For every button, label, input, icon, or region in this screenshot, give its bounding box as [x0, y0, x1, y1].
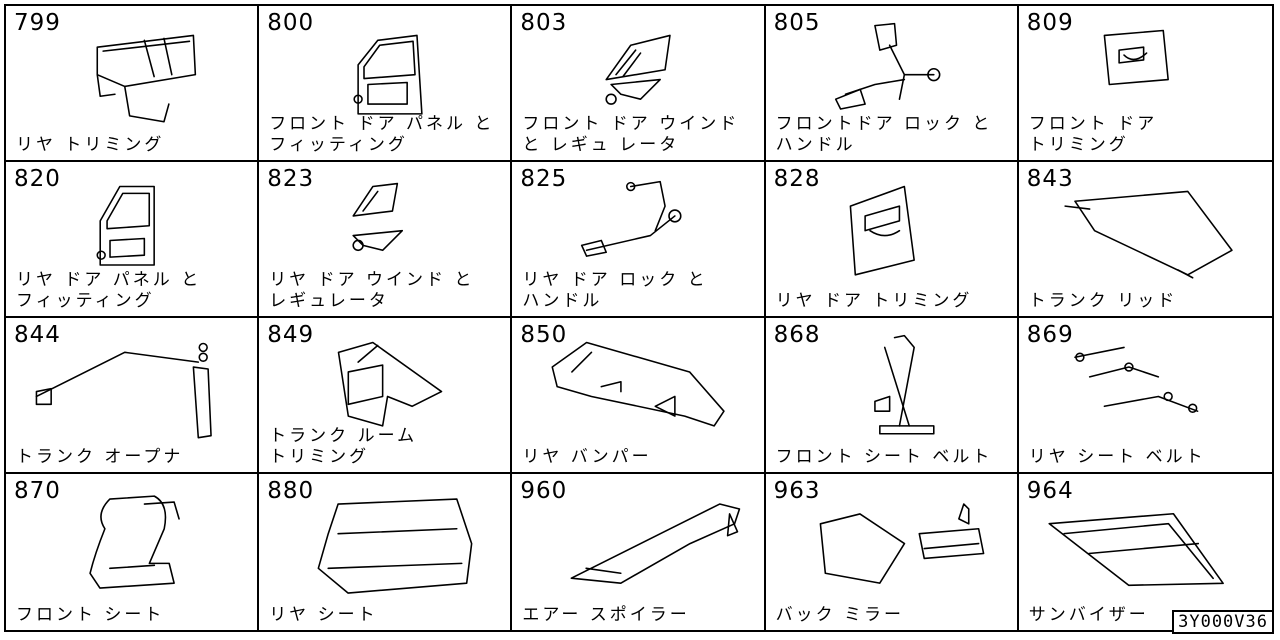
part-cell-960[interactable]: 960 エアー スポイラー: [512, 474, 766, 630]
part-code: 960: [520, 478, 568, 504]
part-label: フロント シート ベルト: [775, 447, 993, 467]
rear-door-lock-icon: [581, 180, 682, 257]
part-cell-843[interactable]: 843 トランク リッド: [1018, 162, 1272, 318]
part-label: トランク ルーム トリミング: [269, 426, 418, 467]
part-cell-823[interactable]: 823 リヤ ドア ウインド と レギュレータ: [259, 162, 513, 318]
part-code: 964: [1026, 478, 1074, 504]
part-code: 800: [267, 10, 315, 36]
part-code: 880: [267, 478, 315, 504]
part-label: リヤ トリミング: [16, 135, 165, 155]
part-label: フロント ドア トリミング: [1028, 114, 1158, 155]
part-label: リヤ ドア ウインド と レギュレータ: [269, 270, 475, 311]
front-seat-icon: [89, 495, 180, 589]
part-cell-869[interactable]: 869 リヤ シート ベルト: [1018, 318, 1272, 474]
part-cell-868[interactable]: 868 フロント シート ベルト: [765, 318, 1019, 474]
rear-door-panel-icon: [96, 185, 155, 266]
mirror-icon: [819, 503, 984, 584]
parts-index-grid: 799 リヤ トリミング 800 フロント ドア パネル と フィッティング 803 フロ…: [4, 4, 1274, 632]
part-code: 823: [267, 166, 315, 192]
part-label: バック ミラー: [775, 605, 904, 625]
part-code: 805: [773, 10, 821, 36]
front-seat-belt-icon: [873, 334, 935, 435]
part-cell-805[interactable]: 805 フロントドア ロック と ハンドル: [765, 6, 1019, 162]
part-label: トランク リッド: [1028, 291, 1178, 311]
part-label: フロント ドア ウインド と レギュ レータ: [522, 114, 740, 155]
part-code: 828: [773, 166, 821, 192]
part-cell-828[interactable]: 828 リヤ ドア トリミング: [765, 162, 1019, 318]
part-code: 803: [520, 10, 568, 36]
sun-visor-icon: [1048, 512, 1224, 587]
front-door-panel-icon: [353, 34, 423, 115]
trunk-room-trim-icon: [337, 341, 443, 427]
part-code: 870: [14, 478, 61, 504]
part-code: 868: [773, 322, 821, 348]
trunk-opener-icon: [35, 342, 212, 439]
part-label: フロント ドア パネル と フィッティング: [269, 114, 495, 155]
part-label: トランク オープナ: [16, 447, 184, 467]
rear-window-regulator-icon: [352, 182, 404, 252]
part-label: リヤ シート: [269, 605, 378, 625]
part-cell-849[interactable]: 849 トランク ルーム トリミング: [259, 318, 513, 474]
part-cell-803[interactable]: 803 フロント ドア ウインド と レギュ レータ: [512, 6, 766, 162]
part-label: リヤ シート ベルト: [1028, 447, 1206, 467]
part-label: リヤ ドア パネル と フィッティング: [16, 270, 202, 311]
part-cell-825[interactable]: 825 リヤ ドア ロック と ハンドル: [512, 162, 766, 318]
rear-door-trim-icon: [849, 185, 915, 276]
part-code: 825: [520, 166, 568, 192]
part-label: フロント シート: [16, 605, 165, 625]
trunk-lid-icon: [1064, 190, 1233, 279]
part-cell-964[interactable]: 964 サンバイザー: [1019, 474, 1272, 630]
rear-seat-icon: [317, 498, 473, 594]
part-code: 850: [520, 322, 568, 348]
air-spoiler-icon: [570, 503, 741, 584]
part-label: フロントドア ロック と ハンドル: [775, 114, 993, 155]
part-label: リヤ バンパー: [522, 447, 652, 467]
part-code: 849: [267, 322, 315, 348]
front-window-regulator-icon: [605, 34, 672, 105]
rear-seat-belt-icon: [1073, 346, 1199, 413]
part-cell-800[interactable]: 800 フロント ドア パネル と フィッティング: [259, 6, 513, 162]
part-cell-809[interactable]: 809 フロント ドア トリミング: [1018, 6, 1272, 162]
rear-trim-icon: [96, 34, 197, 123]
part-code: 963: [773, 478, 821, 504]
part-cell-844[interactable]: 844 トランク オープナ: [6, 318, 260, 474]
part-label: サンバイザー: [1028, 605, 1149, 625]
rear-bumper-icon: [551, 341, 726, 427]
part-cell-820[interactable]: 820 リヤ ドア パネル と フィッティング: [6, 162, 260, 318]
part-cell-850[interactable]: 850 リヤ バンパー: [512, 318, 766, 474]
part-code: 820: [14, 166, 61, 192]
part-label: エアー スポイラー: [522, 605, 690, 625]
part-code: 844: [14, 322, 61, 348]
part-cell-880[interactable]: 880 リヤ シート: [259, 474, 513, 630]
part-cell-963[interactable]: 963 バック ミラー: [766, 474, 1019, 630]
part-label: リヤ ドア ロック と ハンドル: [522, 270, 708, 311]
part-code: 809: [1026, 10, 1074, 36]
part-code: 843: [1026, 166, 1074, 192]
part-cell-870[interactable]: 870 フロント シート: [6, 474, 260, 630]
part-cell-799[interactable]: 799 リヤ トリミング: [6, 6, 260, 162]
drawing-number: 3Y000V36: [1172, 610, 1274, 634]
front-door-lock-icon: [834, 22, 941, 110]
front-door-trim-icon: [1103, 29, 1169, 86]
part-code: 799: [14, 10, 61, 36]
part-code: 869: [1026, 322, 1074, 348]
part-label: リヤ ドア トリミング: [775, 291, 973, 311]
